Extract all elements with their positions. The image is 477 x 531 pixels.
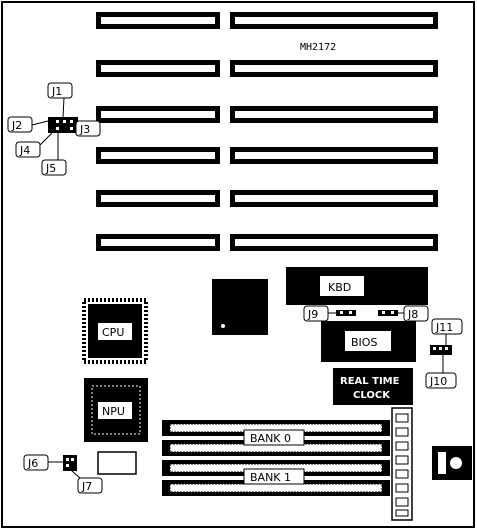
kbd-chip: KBD [286,267,428,305]
board-model-label: MH2172 [300,42,336,53]
expansion-slots-left [96,12,220,251]
jumpers-j6-j7 [48,455,81,479]
jumper-label-j2: J2 [11,119,22,132]
rtc-label-line1: REAL TIME [340,376,400,387]
memory-slots [162,420,390,496]
jumper-label-j6: J6 [27,457,38,470]
bank1-label: BANK 1 [250,471,291,484]
jumper-cluster-j1-j5 [31,97,87,160]
jumper-label-j10: J10 [429,375,447,388]
jumpers-j10-j11 [430,334,452,373]
jumper-label-j8: J8 [407,308,418,321]
controller-chip [212,279,268,335]
npu-socket: NPU [84,378,148,442]
power-connector [391,407,413,521]
jumper-label-j3: J3 [79,123,90,136]
kbd-label: KBD [328,281,351,294]
cpu-chip: CPU [82,298,148,364]
cpu-label: CPU [102,326,124,339]
real-time-clock-chip: REAL TIME CLOCK [333,368,413,405]
jumpers-j8-j9 [328,310,404,316]
rtc-label-line2: CLOCK [353,390,391,401]
jumper-label-j9: J9 [307,308,318,321]
oscillator-component [97,451,137,475]
bios-label: BIOS [351,336,377,349]
expansion-slots-right [230,12,438,251]
jumper-block [48,117,78,133]
jumper-label-j11: J11 [435,321,453,334]
keyboard-connector [432,446,472,480]
jumper-label-j4: J4 [19,144,30,157]
bank0-label: BANK 0 [250,432,291,445]
jumper-label-j5: J5 [45,162,56,175]
bios-chip: BIOS [321,321,416,362]
jumper-label-j7: J7 [81,480,92,493]
jumper-label-j1: J1 [51,85,62,98]
npu-label: NPU [102,405,125,418]
